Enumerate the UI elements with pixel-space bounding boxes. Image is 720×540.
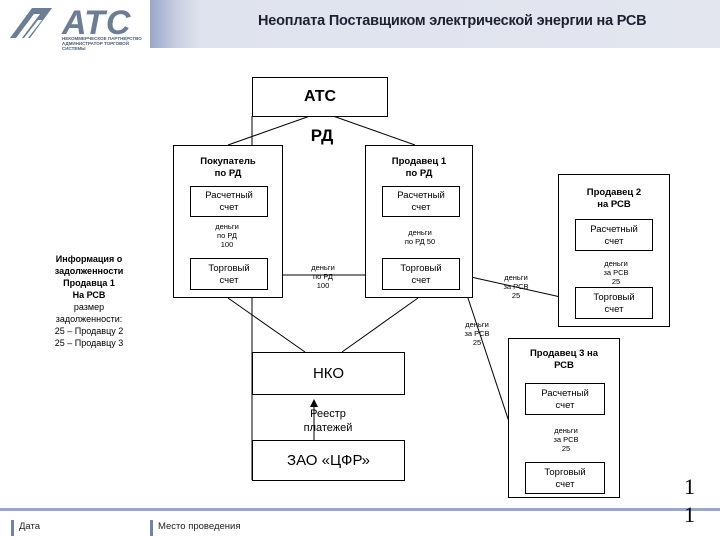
nko-line-seller1 [341, 297, 419, 353]
nko-box: НКО [252, 352, 405, 395]
page-number-digit2: 1 [684, 502, 695, 527]
rd-line-buyer [227, 115, 311, 146]
footer-marker-date [11, 520, 14, 536]
logo-icon [10, 8, 52, 38]
page-title: Неоплата Поставщиком электрической энерг… [258, 13, 647, 29]
ats-box: АТС [252, 77, 388, 117]
logo-text: АТС [62, 4, 132, 42]
page-number-digit1: 1 [684, 474, 695, 499]
footer-venue: Место проведения [158, 521, 241, 532]
footer-divider [0, 508, 720, 511]
logo: АТС НЕКОММЕРЧЕСКОЕ ПАРТНЕРСТВО АДМИНИСТР… [8, 4, 148, 51]
logo-subtitle: НЕКОММЕРЧЕСКОЕ ПАРТНЕРСТВО АДМИНИСТРАТОР… [62, 36, 142, 51]
arrow-seller1-to-seller2 [461, 274, 575, 303]
rd-label: РД [310, 126, 334, 145]
footer-date: Дата [19, 521, 41, 532]
cfr-box: ЗАО «ЦФР» [252, 440, 405, 481]
rd-line-seller1 [332, 115, 416, 146]
footer-marker-venue [150, 520, 153, 536]
header-bar: АТС НЕКОММЕРЧЕСКОЕ ПАРТНЕРСТВО АДМИНИСТР… [0, 0, 720, 51]
debt-info: Информация о задолженности Продавца 1 На… [54, 254, 124, 348]
nko-line-buyer [227, 297, 306, 353]
